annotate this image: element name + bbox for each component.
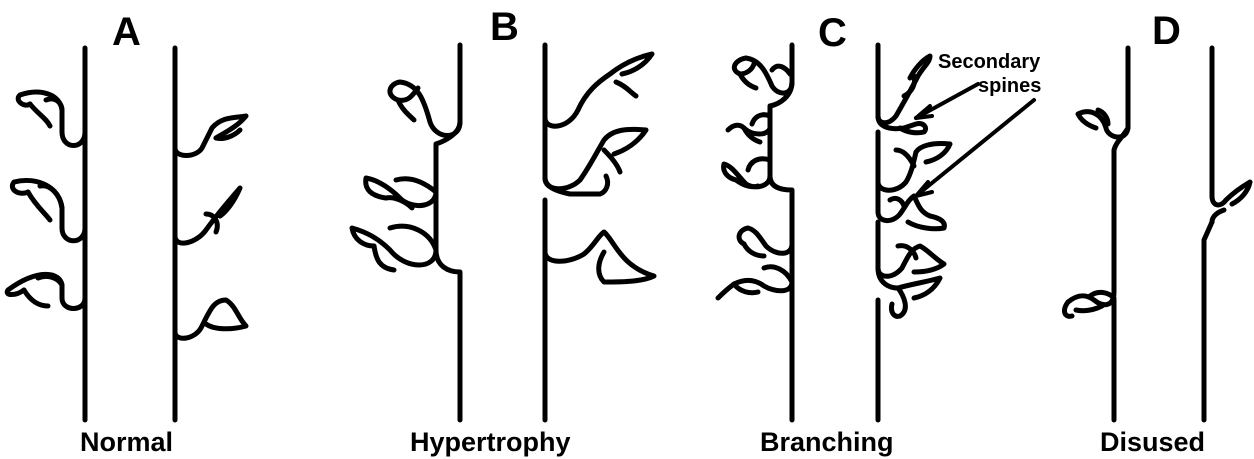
- annotation-pointer-upper-head: [914, 104, 934, 120]
- panel-a-dendrite-left: [4, 45, 88, 423]
- panel-b-caption: Hypertrophy: [410, 427, 571, 457]
- panel-c: C: [715, 11, 1041, 457]
- panel-d-dendrite-right: [1201, 45, 1253, 423]
- panel-d-letter: D: [1152, 9, 1181, 53]
- annotation-pointer-lower-head: [914, 180, 934, 198]
- annotation-line-2: spines: [978, 75, 1041, 97]
- panel-c-dendrite-right: [875, 42, 953, 423]
- annotation-line-1: Secondary: [938, 51, 1041, 73]
- panel-c-dendrite-left: [715, 42, 795, 423]
- panel-c-letter: C: [818, 11, 847, 55]
- panel-d: D Disused: [1062, 9, 1253, 457]
- annotation-pointer-lower: [914, 98, 1036, 198]
- annotation-pointer-upper: [914, 82, 980, 120]
- secondary-spines-annotation: Secondary spines: [914, 51, 1041, 198]
- panel-a: A Normal: [4, 10, 249, 457]
- panel-b-dendrite-left: [349, 42, 463, 423]
- panel-b: B Hypertrophy: [349, 5, 657, 457]
- panel-d-caption: Disused: [1100, 427, 1205, 457]
- panel-c-caption: Branching: [760, 427, 894, 457]
- panel-a-caption: Normal: [80, 427, 173, 457]
- panel-b-letter: B: [490, 5, 519, 49]
- panel-d-dendrite-left: [1062, 45, 1131, 423]
- panel-b-dendrite-right: [542, 42, 657, 423]
- panel-a-dendrite-right: [172, 45, 249, 423]
- panel-a-letter: A: [112, 10, 141, 54]
